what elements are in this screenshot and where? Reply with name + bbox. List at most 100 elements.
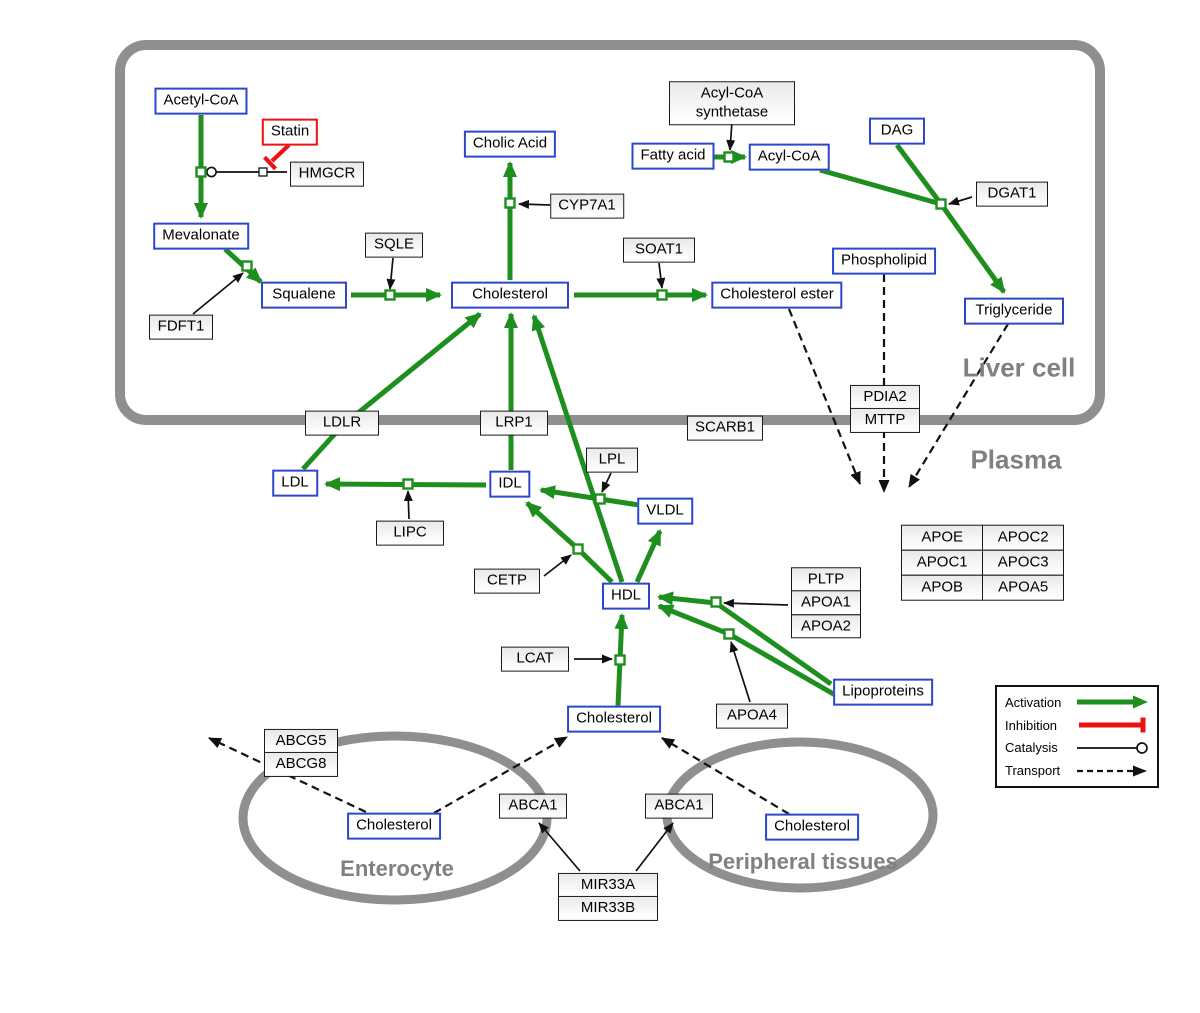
edge-catalysis-cetp: [543, 554, 572, 577]
edge-vldl-idl: [539, 485, 640, 508]
edge-catalysis-lpl: [601, 472, 612, 493]
liver-cell-label: Liver cell: [962, 352, 1076, 383]
node-phospholipid[interactable]: Phospholipid: [832, 247, 936, 275]
node-mevalonate[interactable]: Mevalonate: [153, 222, 249, 250]
legend-transport-label: Transport: [1005, 763, 1061, 779]
node-apoc2[interactable]: APOC2: [982, 524, 1065, 551]
reaction-node: [384, 289, 396, 301]
abcg-stack: ABCG5 ABCG8: [264, 728, 338, 778]
reaction-node: [594, 493, 606, 505]
node-acyl-coa-synthetase[interactable]: Acyl-CoA synthetase: [669, 81, 795, 125]
edge-dag-dgat1-junction: [894, 143, 944, 206]
pdia2-mttp-stack: PDIA2 MTTP: [850, 384, 920, 434]
node-triglyceride[interactable]: Triglyceride: [964, 297, 1064, 325]
node-lipoproteins[interactable]: Lipoproteins: [833, 678, 933, 706]
node-abcg5[interactable]: ABCG5: [264, 728, 338, 754]
node-vldl[interactable]: VLDL: [637, 497, 693, 525]
reaction-node: [504, 197, 516, 209]
node-cholic-acid[interactable]: Cholic Acid: [463, 130, 557, 158]
legend-row-activation: Activation: [1005, 691, 1149, 713]
node-fatty-acid[interactable]: Fatty acid: [631, 142, 715, 170]
node-squalene[interactable]: Squalene: [261, 281, 347, 309]
reaction-node: [656, 289, 668, 301]
node-cetp[interactable]: CETP: [474, 568, 540, 594]
node-lpl[interactable]: LPL: [586, 447, 638, 473]
edge-transport-cholesterolester-plasma: [787, 308, 862, 485]
node-apoa5[interactable]: APOA5: [982, 574, 1065, 601]
node-lcat[interactable]: LCAT: [501, 646, 569, 672]
node-lrp1[interactable]: LRP1: [480, 410, 548, 436]
node-mir33a[interactable]: MIR33A: [558, 872, 658, 898]
node-cholesterol-peripheral[interactable]: Cholesterol: [765, 813, 859, 841]
node-apob[interactable]: APOB: [901, 574, 984, 601]
edge-catalysis-acylcoa-synthetase: [726, 120, 736, 151]
edge-catalysis-dgat1: [948, 196, 973, 206]
node-soat1[interactable]: SOAT1: [623, 237, 695, 263]
edge-catalysis-fdft1: [192, 272, 244, 315]
node-ldl[interactable]: LDL: [272, 469, 318, 497]
edge-catalysis-sqle: [386, 257, 396, 290]
transport-dashed-arrow-icon: [1077, 765, 1147, 777]
node-dgat1[interactable]: DGAT1: [976, 181, 1048, 207]
edge-catalysis-lipc: [403, 490, 413, 520]
node-apoa2[interactable]: APOA2: [791, 613, 861, 639]
edge-hdl-vldl: [634, 529, 663, 584]
node-apoc3[interactable]: APOC3: [982, 549, 1065, 576]
node-abca1-enterocyte[interactable]: ABCA1: [499, 793, 567, 819]
node-apoc1[interactable]: APOC1: [901, 549, 984, 576]
node-mir33b[interactable]: MIR33B: [558, 896, 658, 922]
node-hmgcr[interactable]: HMGCR: [290, 161, 364, 187]
node-cholesterol-liver[interactable]: Cholesterol: [451, 281, 569, 309]
node-cholesterol-plasma[interactable]: Cholesterol: [567, 705, 661, 733]
node-statin[interactable]: Statin: [261, 118, 319, 146]
node-acetyl-coa[interactable]: Acetyl-CoA: [154, 87, 248, 115]
edge-transport-enterocyte-cholesterol-abcg: [208, 737, 367, 813]
edge-transport-peripheral-cholesterol-plasma: [661, 737, 790, 815]
edge-catalysis-cyp7a1: [518, 199, 551, 209]
node-dag[interactable]: DAG: [869, 117, 925, 145]
node-sqle[interactable]: SQLE: [365, 232, 423, 258]
legend-inhibition-label: Inhibition: [1005, 717, 1058, 733]
node-apoe[interactable]: APOE: [901, 524, 984, 551]
node-cyp7a1[interactable]: CYP7A1: [550, 193, 624, 219]
legend-catalysis-label: Catalysis: [1005, 740, 1058, 756]
node-pltp[interactable]: PLTP: [791, 567, 861, 593]
reaction-node: [935, 198, 947, 210]
legend-row-inhibition: Inhibition: [1005, 714, 1149, 736]
edge-ldl-ldlr-cholesterol: [301, 312, 482, 471]
node-hdl[interactable]: HDL: [601, 582, 651, 610]
node-fdft1[interactable]: FDFT1: [149, 314, 213, 340]
node-apoa1[interactable]: APOA1: [791, 590, 861, 616]
node-idl[interactable]: IDL: [489, 470, 531, 498]
node-abcg8[interactable]: ABCG8: [264, 752, 338, 778]
node-mttp[interactable]: MTTP: [850, 408, 920, 434]
node-pdia2[interactable]: PDIA2: [850, 384, 920, 410]
edge-catalysis-apoa4: [729, 641, 751, 703]
peripheral-tissues-label: Peripheral tissues: [708, 849, 898, 874]
edge-catalysis-apo-stack: [723, 598, 789, 608]
legend-row-transport: Transport: [1005, 760, 1149, 782]
edge-acylcoa-dgat1-junction: [819, 167, 942, 207]
enterocyte-label: Enterocyte: [340, 856, 454, 881]
reaction-node: [723, 151, 735, 163]
node-cholesterol-ester[interactable]: Cholesterol ester: [711, 281, 843, 309]
activation-arrow-icon: [1077, 695, 1148, 709]
node-cholesterol-enterocyte[interactable]: Cholesterol: [347, 812, 441, 840]
statin-target-junction: [258, 167, 268, 177]
catalysis-circle-icon: [1077, 742, 1148, 754]
node-acyl-coa[interactable]: Acyl-CoA: [748, 143, 830, 171]
node-apoa4[interactable]: APOA4: [716, 703, 788, 729]
edge-junction-triglyceride: [938, 202, 1007, 294]
edge-transport-triglyceride-plasma: [908, 323, 1009, 488]
edge-catalysis-soat1: [656, 262, 666, 289]
inhibition-tbar-icon: [1079, 717, 1146, 733]
edge-inhibition-statin: [270, 143, 291, 163]
node-scarb1[interactable]: SCARB1: [686, 415, 764, 441]
legend-activation-label: Activation: [1005, 694, 1062, 710]
node-ldlr[interactable]: LDLR: [305, 410, 379, 436]
node-lipc[interactable]: LIPC: [376, 520, 444, 546]
node-abca1-peripheral[interactable]: ABCA1: [645, 793, 713, 819]
reaction-node: [402, 478, 414, 490]
reaction-node: [195, 166, 207, 178]
